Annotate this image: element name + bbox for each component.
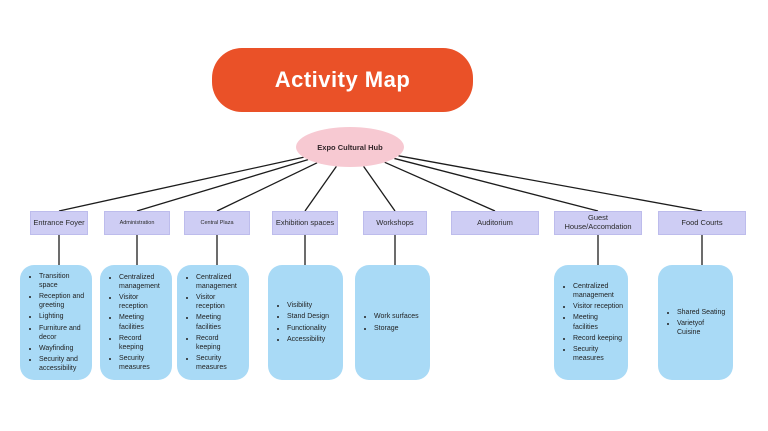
detail-item: Centralized management [119, 273, 168, 291]
detail-node-workshops[interactable]: Work surfacesStorage [355, 265, 430, 380]
category-node-entrance-foyer[interactable]: Entrance Foyer [30, 211, 88, 235]
detail-item: Meeting facilities [196, 313, 245, 331]
detail-item: Storage [374, 324, 419, 333]
detail-item: Meeting facilities [119, 313, 168, 331]
connector-line [304, 165, 337, 212]
category-node-guest-house-accomdation[interactable]: Guest House/Accomdation [554, 211, 642, 235]
detail-item: Visibility [287, 301, 329, 310]
detail-item: Varietyof Cuisine [677, 319, 729, 337]
detail-list: Shared SeatingVarietyof Cuisine [666, 308, 729, 337]
detail-item: Shared Seating [677, 308, 729, 317]
detail-item: Wayfinding [39, 344, 88, 353]
detail-list: Centralized managementVisitor receptionM… [108, 273, 168, 372]
title-text: Activity Map [274, 67, 411, 92]
detail-item: Record keeping [119, 334, 168, 352]
category-label: Workshops [376, 217, 414, 227]
category-label: Central Plaza [200, 219, 234, 226]
hub-label: Expo Cultural Hub [317, 142, 383, 152]
category-label: Exhibition spaces [275, 217, 335, 227]
connector-line [216, 162, 318, 212]
title-banner[interactable]: Activity Map [212, 48, 473, 112]
hub-node[interactable]: Expo Cultural Hub [296, 127, 404, 167]
category-node-exhibition-spaces[interactable]: Exhibition spaces [272, 211, 338, 235]
detail-node-guest-house-accomdation[interactable]: Centralized managementVisitor receptionM… [554, 265, 628, 380]
detail-node-entrance-foyer[interactable]: Transition spaceReception and greetingLi… [20, 265, 92, 380]
detail-item: Record keeping [573, 334, 624, 343]
category-label: Guest House/Accomdation [564, 213, 632, 231]
detail-list: Centralized managementVisitor receptionM… [185, 273, 245, 372]
detail-item: Functionality [287, 324, 329, 333]
detail-item: Visitor reception [573, 302, 624, 311]
category-node-central-plaza[interactable]: Central Plaza [184, 211, 250, 235]
detail-item: Transition space [39, 272, 88, 290]
category-label: Administration [119, 219, 155, 226]
detail-item: Work surfaces [374, 312, 419, 321]
detail-item: Stand Design [287, 312, 329, 321]
detail-item: Reception and greeting [39, 292, 88, 310]
connector-line [394, 157, 599, 212]
detail-item: Record keeping [196, 334, 245, 352]
detail-item: Security measures [573, 345, 624, 363]
detail-item: Accessibility [287, 335, 329, 344]
category-node-administration[interactable]: Administration [104, 211, 170, 235]
category-label: Entrance Foyer [33, 217, 85, 227]
category-node-auditorium[interactable]: Auditorium [451, 211, 539, 235]
detail-node-administration[interactable]: Centralized managementVisitor receptionM… [100, 265, 172, 380]
detail-list: Centralized managementVisitor receptionM… [562, 282, 624, 363]
detail-item: Security measures [196, 354, 245, 372]
connector-line [58, 156, 304, 212]
category-node-food-courts[interactable]: Food Courts [658, 211, 746, 235]
detail-item: Visitor reception [119, 293, 168, 311]
detail-item: Centralized management [196, 273, 245, 291]
detail-item: Lighting [39, 312, 88, 321]
connector-line [363, 165, 396, 212]
category-node-workshops[interactable]: Workshops [363, 211, 427, 235]
category-label: Food Courts [681, 217, 723, 227]
detail-item: Visitor reception [196, 293, 245, 311]
category-label: Auditorium [477, 217, 513, 227]
connector-line [136, 158, 309, 212]
detail-node-food-courts[interactable]: Shared SeatingVarietyof Cuisine [658, 265, 733, 380]
detail-list: Work surfacesStorage [363, 312, 419, 332]
detail-list: VisibilityStand DesignFunctionalityAcces… [276, 301, 329, 343]
connector-line [398, 155, 703, 212]
detail-item: Meeting facilities [573, 313, 624, 331]
detail-node-central-plaza[interactable]: Centralized managementVisitor receptionM… [177, 265, 249, 380]
detail-item: Security measures [119, 354, 168, 372]
detail-item: Furniture and decor [39, 324, 88, 342]
detail-item: Centralized management [573, 282, 624, 300]
detail-list: Transition spaceReception and greetingLi… [28, 272, 88, 373]
connector-line [384, 161, 496, 212]
detail-node-exhibition-spaces[interactable]: VisibilityStand DesignFunctionalityAcces… [268, 265, 343, 380]
detail-item: Security and accessibility [39, 355, 88, 373]
